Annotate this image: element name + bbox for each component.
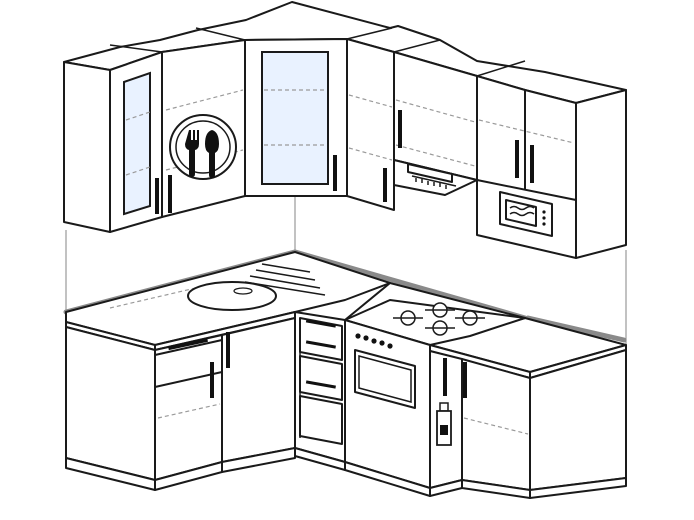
drain-board xyxy=(244,263,326,296)
cabinet-handle[interactable] xyxy=(398,110,402,148)
range-hood xyxy=(393,159,478,196)
drawer-handle[interactable] xyxy=(305,319,336,328)
cabinet-handle[interactable] xyxy=(443,358,447,396)
cabinet-handle[interactable] xyxy=(168,175,172,213)
drawer-handle[interactable] xyxy=(168,337,208,351)
cooker[interactable] xyxy=(344,319,431,489)
drawer-handle[interactable] xyxy=(305,340,336,349)
plinth xyxy=(294,447,463,497)
cabinet-handle[interactable] xyxy=(226,332,230,368)
corner-base-cabinet[interactable] xyxy=(154,317,296,491)
cabinet-handle[interactable] xyxy=(515,140,519,178)
glass-door-cabinet[interactable] xyxy=(63,51,163,233)
sink xyxy=(187,263,326,311)
cutlery-badge-cabinet[interactable] xyxy=(161,39,246,218)
oven-knobs[interactable] xyxy=(355,333,393,349)
cabinet-handle[interactable] xyxy=(383,168,387,202)
bottle-icon xyxy=(436,402,452,446)
fork-knife-icon xyxy=(169,114,237,180)
side-upper-cabinet[interactable] xyxy=(346,38,395,211)
microwave xyxy=(499,191,553,237)
end-base-cabinet[interactable] xyxy=(461,349,627,499)
sink-base-cabinet[interactable] xyxy=(65,326,156,491)
drawer-unit[interactable] xyxy=(294,311,346,463)
cabinet-handle[interactable] xyxy=(530,145,534,183)
cabinet-handle[interactable] xyxy=(333,155,337,191)
cabinet-handle[interactable] xyxy=(155,178,159,214)
cabinet-handle[interactable] xyxy=(463,362,467,398)
oven-door[interactable] xyxy=(354,349,416,409)
cabinet-handle[interactable] xyxy=(210,362,214,398)
bottle-rack[interactable] xyxy=(429,350,463,489)
drawer-handle[interactable] xyxy=(305,380,336,389)
corner-glass-cabinet[interactable] xyxy=(244,38,348,197)
